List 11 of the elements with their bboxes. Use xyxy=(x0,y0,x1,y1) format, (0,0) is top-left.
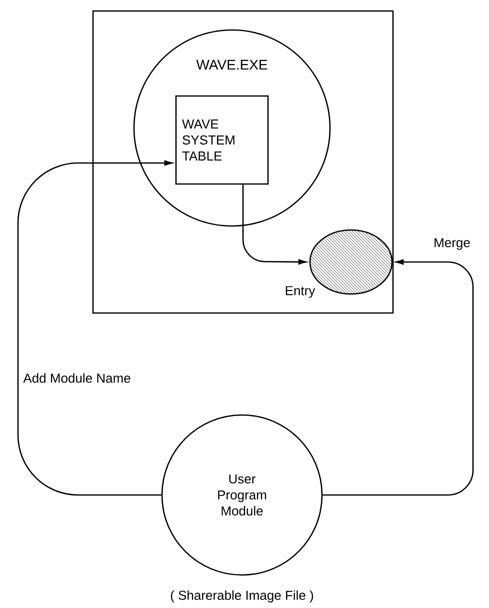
frame-box xyxy=(92,10,394,314)
arrow xyxy=(17,160,172,496)
heading-text: WAVE.EXE xyxy=(196,60,268,70)
edge-label: Entry xyxy=(284,285,316,299)
arrow xyxy=(242,184,306,265)
edge-label: Add Module Name xyxy=(22,372,132,384)
arrow xyxy=(322,259,474,496)
caption: ( Sharerable Image File ) xyxy=(170,590,314,602)
table-box: WAVE SYSTEM TABLE xyxy=(175,95,269,185)
program-circle xyxy=(133,29,331,227)
edge-label: Merge xyxy=(432,237,472,251)
